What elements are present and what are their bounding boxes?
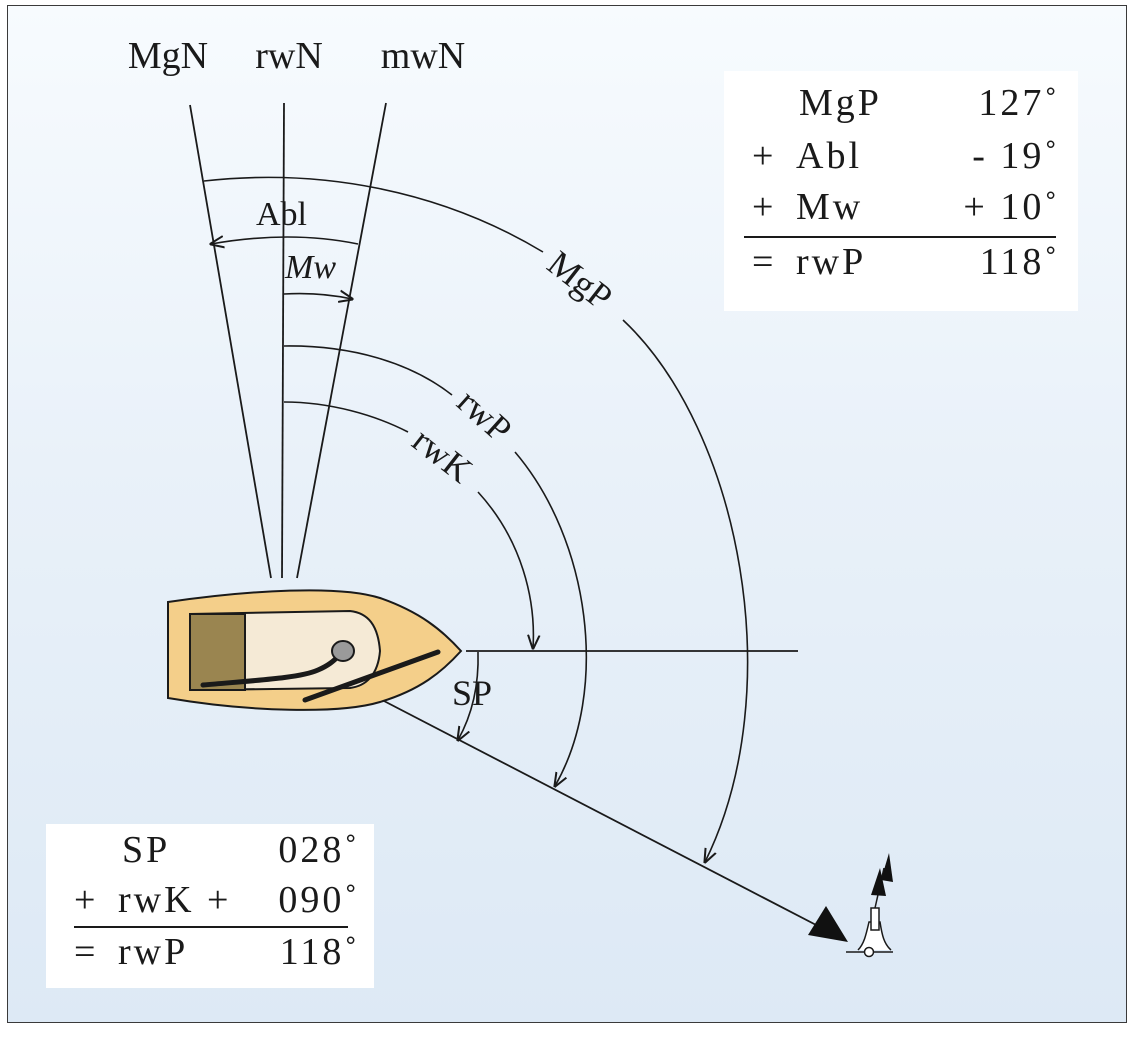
top-row-2-value: + 10˚ bbox=[963, 186, 1060, 228]
top-row-3-op: = bbox=[752, 241, 777, 283]
top-row-0-value: 127˚ bbox=[978, 82, 1060, 124]
top-row-1-term: Abl bbox=[796, 135, 862, 177]
compass-bearing-label: MgP bbox=[540, 243, 620, 318]
true-course-arc-upper bbox=[283, 401, 409, 433]
true-bearing-arc-lower bbox=[514, 451, 588, 786]
side-bearing-arc bbox=[458, 651, 479, 740]
top-row-3: = rwP 118˚ bbox=[724, 240, 1078, 290]
true-course-arc-lower bbox=[477, 491, 533, 648]
bottom-row-2-op: = bbox=[74, 931, 99, 973]
top-sum-rule bbox=[744, 236, 1056, 238]
compass-bearing-arc-upper bbox=[203, 176, 544, 253]
bottom-row-2-value: 118˚ bbox=[279, 931, 360, 973]
top-row-2-op: + bbox=[752, 186, 777, 228]
top-row-3-term: rwP bbox=[796, 241, 867, 283]
true-course-label: rwK bbox=[405, 420, 480, 491]
top-row-1-value: - 19˚ bbox=[972, 135, 1060, 177]
true-north-line bbox=[281, 102, 285, 579]
bottom-row-2-term: rwP bbox=[118, 931, 189, 973]
bottom-row-0-value: 028˚ bbox=[278, 829, 360, 871]
deviation-label: Abl bbox=[256, 196, 307, 233]
boat-cabin bbox=[189, 613, 246, 691]
bottom-row-1-value: 090˚ bbox=[278, 879, 360, 921]
bottom-calculation-box: SP 028˚ + rwK + 090˚ = rwP 118˚ bbox=[46, 824, 374, 988]
compass-bearing-arc-lower bbox=[622, 319, 749, 862]
mast-icon bbox=[331, 640, 355, 662]
bottom-row-1-term: rwK + bbox=[118, 879, 232, 921]
magnetic-north-label: MgN bbox=[128, 35, 208, 77]
side-bearing-label: SP bbox=[452, 673, 492, 713]
true-bearing-label: rwP bbox=[450, 381, 520, 450]
boat-tiller bbox=[302, 649, 441, 703]
bearing-line bbox=[383, 700, 821, 928]
true-north-label: rwN bbox=[255, 35, 323, 77]
compass-north-label: mwN bbox=[381, 35, 465, 77]
top-row-1: + Abl - 19˚ bbox=[724, 134, 1078, 184]
top-row-1-op: + bbox=[752, 135, 777, 177]
top-row-0: MgP 127˚ bbox=[724, 81, 1078, 131]
bottom-row-1: + rwK + 090˚ bbox=[46, 878, 374, 928]
variation-arc bbox=[283, 294, 352, 299]
bottom-row-0-term: SP bbox=[122, 829, 171, 871]
bottom-sum-rule bbox=[74, 926, 348, 928]
bearing-arrowhead bbox=[808, 906, 848, 942]
bottom-row-1-op: + bbox=[74, 879, 99, 921]
magnetic-north-line bbox=[189, 104, 272, 579]
top-row-0-term: MgP bbox=[799, 82, 882, 124]
variation-label: Mw bbox=[284, 249, 336, 286]
buoy-icon bbox=[846, 853, 893, 958]
boat bbox=[167, 589, 463, 711]
top-row-2-term: Mw bbox=[796, 186, 864, 228]
top-row-3-value: 118˚ bbox=[979, 241, 1060, 283]
true-bearing-arc-upper bbox=[283, 345, 453, 396]
bottom-row-2: = rwP 118˚ bbox=[46, 930, 374, 980]
compass-north-line bbox=[296, 102, 387, 579]
top-calculation-box: MgP 127˚ + Abl - 19˚ + Mw + 10˚ = rwP 11… bbox=[724, 71, 1078, 311]
bottom-row-0: SP 028˚ bbox=[46, 828, 374, 878]
deviation-arc bbox=[211, 237, 359, 244]
top-row-2: + Mw + 10˚ bbox=[724, 185, 1078, 235]
